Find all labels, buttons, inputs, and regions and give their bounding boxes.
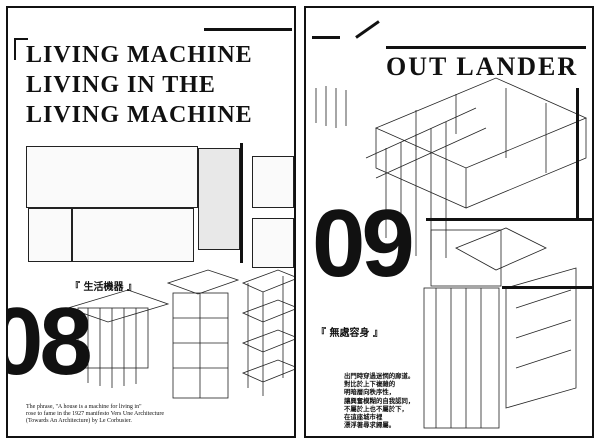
title-line-3: LIVING MACHINE — [26, 102, 253, 128]
isometric-sketch — [252, 156, 294, 208]
poem-line: 讓興奮模糊的自我認同， — [344, 396, 415, 405]
top-rule — [386, 46, 586, 49]
page-number: 09 — [312, 190, 415, 297]
poem-line: 不屬於上也不屬於下， — [344, 404, 408, 413]
floorplan-sketch — [26, 146, 198, 208]
poem-line: 漂浮著尋求歸屬。 — [344, 421, 396, 430]
corner-bracket — [14, 38, 16, 60]
interior-sketch — [28, 208, 72, 262]
poem-line: 出門時穿過迷惘的廊道。 — [344, 372, 415, 380]
top-rule — [312, 36, 340, 39]
quote-line: rose to fame in the 1927 manifesto Vers … — [26, 411, 165, 417]
interior-sketch — [72, 208, 194, 262]
quote-text: The phrase, "A house is a machine for li… — [26, 404, 164, 425]
corner-bracket — [14, 38, 28, 40]
poem-line: 對比於上下複雜的 — [344, 380, 396, 389]
right-page: OUT LANDER 09 『 無 — [304, 6, 594, 438]
quote-line: (Towards An Architecture) by Le Corbusie… — [26, 418, 132, 424]
isometric-drawings — [66, 269, 294, 399]
horizontal-rule — [502, 286, 592, 289]
page-title: OUT LANDER — [386, 52, 579, 81]
page-number: 08 — [8, 288, 93, 395]
isometric-sketch — [252, 218, 294, 268]
poem-line: 明暗層向秩序性， — [344, 388, 396, 397]
title-line-1: LIVING MACHINE — [26, 42, 253, 68]
top-rule — [204, 28, 292, 31]
section-label: 『 無處容身 』 — [316, 328, 383, 339]
vertical-rule — [576, 88, 579, 218]
corner-bracket — [294, 116, 296, 132]
vertical-rule — [240, 143, 243, 263]
quote-line: The phrase, "A house is a machine for li… — [26, 404, 142, 410]
poem-line: 在這座城市裡 — [344, 413, 383, 422]
section-label: 『 生活機器 』 — [70, 282, 137, 293]
poem-text: 出門時穿過迷惘的廊道。 對比於上下複雜的 明暗層向秩序性， 讓興奮模糊的自我認同… — [344, 372, 414, 429]
room-sketch — [198, 148, 240, 250]
left-page: LIVING MACHINE LIVING IN THE LIVING MACH… — [6, 6, 296, 438]
title-line-2: LIVING IN THE — [26, 72, 216, 98]
building-section-drawing — [315, 77, 588, 429]
horizontal-rule — [426, 218, 592, 221]
